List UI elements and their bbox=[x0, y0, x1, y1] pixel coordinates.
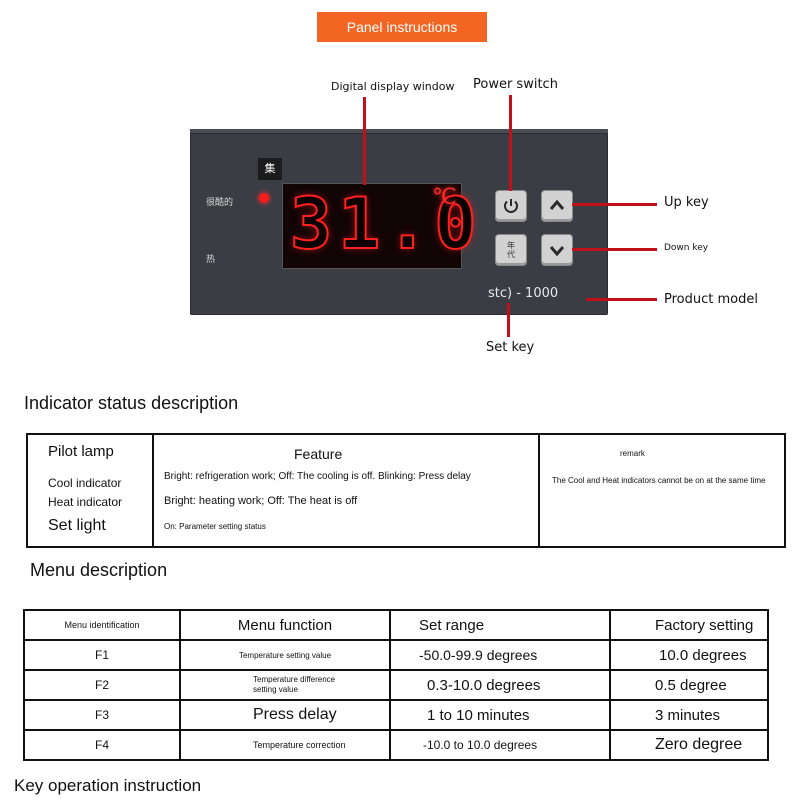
heat-feature-text: Bright: heating work; Off: The heat is o… bbox=[164, 495, 358, 507]
factory-setting-cell: 3 minutes bbox=[609, 699, 769, 731]
remark-header: remark bbox=[620, 449, 645, 458]
down-key-leader bbox=[572, 248, 657, 251]
factory-setting-cell: 0.5 degree bbox=[609, 669, 769, 701]
menu-function-header: Menu function bbox=[179, 609, 391, 641]
menu-function-cell: Temperature difference setting value bbox=[179, 669, 391, 701]
feature-column: Feature Bright: refrigeration work; Off:… bbox=[152, 433, 540, 548]
menu-function-text: Temperature difference setting value bbox=[253, 675, 336, 694]
up-key-leader bbox=[572, 203, 657, 206]
chevron-down-icon bbox=[549, 246, 565, 257]
factory-setting-cell: Zero degree bbox=[609, 729, 769, 761]
table-row: F1 Temperature setting value -50.0-99.9 … bbox=[23, 639, 769, 671]
digital-display-window bbox=[282, 183, 462, 269]
set-range-cell: -10.0 to 10.0 degrees bbox=[389, 729, 611, 761]
set-key-label: 年代 bbox=[507, 241, 515, 259]
menu-table: Menu identification Menu function Set ra… bbox=[23, 609, 769, 761]
factory-setting-header: Factory setting bbox=[609, 609, 769, 641]
cool-indicator-label: Cool indicator bbox=[48, 476, 122, 490]
down-key-button[interactable] bbox=[541, 234, 573, 266]
power-icon bbox=[504, 199, 518, 213]
pilot-lamp-column: Pilot lamp Cool indicator Heat indicator… bbox=[26, 433, 154, 548]
set-range-cell: -50.0-99.9 degrees bbox=[389, 639, 611, 671]
menu-id-cell: F4 bbox=[23, 729, 181, 761]
cool-feature-text: Bright: refrigeration work; Off: The coo… bbox=[164, 471, 471, 482]
menu-function-cell: Temperature setting value bbox=[179, 639, 391, 671]
menu-description-heading: Menu description bbox=[30, 560, 168, 580]
table-row: F4 Temperature correction -10.0 to 10.0 … bbox=[23, 729, 769, 761]
feature-header: Feature bbox=[294, 446, 343, 462]
heat-side-label: 热 bbox=[206, 255, 216, 265]
menu-header-row: Menu identification Menu function Set ra… bbox=[23, 609, 769, 641]
power-switch-leader bbox=[509, 95, 512, 191]
menu-id-cell: F3 bbox=[23, 699, 181, 731]
heat-indicator-label: Heat indicator bbox=[48, 495, 123, 509]
set-range-cell: 0.3-10.0 degrees bbox=[389, 669, 611, 701]
menu-function-cell: Press delay bbox=[179, 699, 391, 731]
up-key-button[interactable] bbox=[541, 190, 573, 222]
remark-column: remark The Cool and Heat indicators cann… bbox=[538, 433, 786, 548]
display-window-leader bbox=[363, 97, 366, 185]
set-key-callout: Set key bbox=[486, 340, 535, 355]
set-key-button[interactable]: 年代 bbox=[495, 234, 527, 266]
panel-instructions-banner: Panel instructions bbox=[317, 12, 487, 42]
display-window-callout: Digital display window bbox=[331, 80, 455, 93]
product-model-text: stc) - 1000 bbox=[488, 286, 559, 301]
set-range-header: Set range bbox=[389, 609, 611, 641]
cool-indicator-led bbox=[259, 193, 269, 203]
celsius-unit: ℃ bbox=[432, 184, 457, 209]
set-light-label: Set light bbox=[48, 517, 106, 534]
display-tab: 集 bbox=[258, 158, 282, 180]
product-model-callout: Product model bbox=[664, 292, 758, 307]
temperature-reading: 31.0 bbox=[289, 183, 483, 265]
chevron-up-icon bbox=[549, 199, 565, 210]
key-operation-heading: Key operation instruction bbox=[14, 776, 202, 795]
down-key-callout: Down key bbox=[664, 243, 709, 253]
menu-function-cell: Temperature correction bbox=[179, 729, 391, 761]
remark-text: The Cool and Heat indicators cannot be o… bbox=[552, 476, 766, 485]
set-feature-text: On: Parameter setting status bbox=[164, 522, 266, 531]
factory-setting-cell: 10.0 degrees bbox=[609, 639, 769, 671]
indicator-status-table: Pilot lamp Cool indicator Heat indicator… bbox=[26, 433, 786, 548]
cool-side-label: 很酷的 bbox=[206, 198, 234, 208]
menu-id-cell: F1 bbox=[23, 639, 181, 671]
product-model-leader bbox=[586, 298, 657, 301]
power-switch-button[interactable] bbox=[495, 190, 527, 222]
table-row: F2 Temperature difference setting value … bbox=[23, 669, 769, 701]
power-switch-callout: Power switch bbox=[473, 77, 558, 92]
up-key-callout: Up key bbox=[664, 195, 709, 210]
set-range-cell: 1 to 10 minutes bbox=[389, 699, 611, 731]
table-row: F3 Press delay 1 to 10 minutes 3 minutes bbox=[23, 699, 769, 731]
menu-id-cell: F2 bbox=[23, 669, 181, 701]
pilot-lamp-header: Pilot lamp bbox=[48, 443, 114, 460]
indicator-status-heading: Indicator status description bbox=[24, 393, 239, 413]
set-key-leader bbox=[507, 303, 510, 337]
menu-id-header: Menu identification bbox=[23, 609, 181, 641]
